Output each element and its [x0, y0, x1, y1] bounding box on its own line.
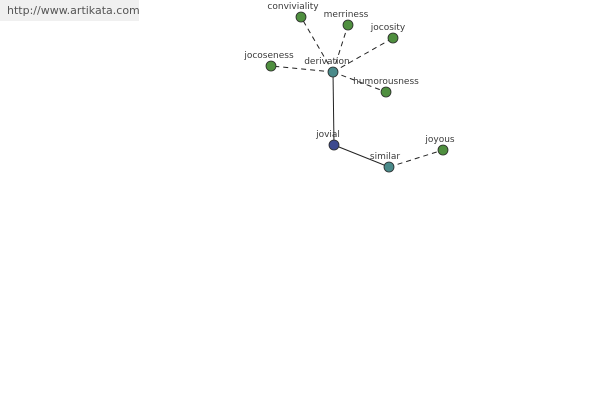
relation-node-label: derivation: [304, 57, 350, 67]
word-node-joyous[interactable]: joyous: [424, 135, 455, 156]
root-node-circle[interactable]: [328, 139, 340, 151]
word-node-label: jocoseness: [243, 51, 294, 61]
edge-jovial-similar: [333, 144, 390, 168]
word-node-humorousness[interactable]: humorousness: [353, 77, 419, 98]
relation-node-label: similar: [370, 152, 400, 162]
word-node-circle[interactable]: [380, 86, 392, 98]
edge-derivation-jocosity: [332, 37, 394, 73]
node-layer: conviviality merriness jocosity jocosene…: [243, 2, 455, 173]
word-node-label: jocosity: [370, 23, 406, 33]
relation-node-similar[interactable]: similar: [370, 152, 400, 173]
word-node-label: humorousness: [353, 77, 419, 87]
edge-derivation-conviviality: [300, 16, 334, 73]
word-node-circle[interactable]: [265, 60, 277, 72]
edge-derivation-humorousness: [332, 71, 387, 93]
root-node-jovial[interactable]: jovial: [315, 130, 340, 151]
relation-node-circle[interactable]: [327, 66, 339, 78]
edge-similar-joyous: [388, 149, 444, 168]
relation-node-circle[interactable]: [383, 161, 395, 173]
word-node-label: merriness: [324, 10, 369, 20]
word-node-jocoseness[interactable]: jocoseness: [243, 51, 294, 72]
word-node-circle[interactable]: [437, 144, 449, 156]
word-node-label: conviviality: [267, 2, 319, 12]
edge-derivation-jocoseness: [270, 65, 334, 73]
edge-jovial-derivation: [332, 71, 335, 146]
relation-node-derivation[interactable]: derivation: [304, 57, 350, 78]
word-node-conviviality[interactable]: conviviality: [267, 2, 319, 23]
word-node-circle[interactable]: [387, 32, 399, 44]
word-node-label: joyous: [424, 135, 455, 145]
word-node-merriness[interactable]: merriness: [324, 10, 369, 31]
word-node-jocosity[interactable]: jocosity: [370, 23, 406, 44]
artikata-url-watermark[interactable]: http://www.artikata.com: [0, 0, 140, 21]
edge-layer: [270, 16, 444, 168]
root-node-label: jovial: [315, 130, 340, 140]
word-node-circle[interactable]: [295, 11, 307, 23]
word-node-circle[interactable]: [342, 19, 354, 31]
